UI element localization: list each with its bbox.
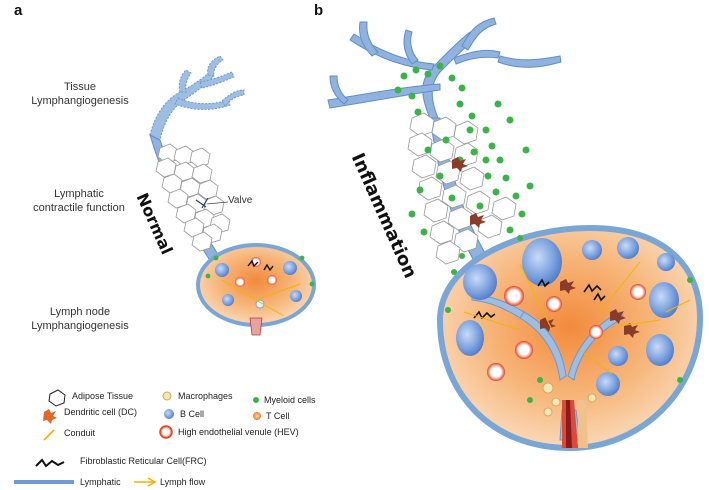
conduit-icon: [43, 429, 55, 441]
legend-conduit: Conduit: [64, 428, 96, 438]
legend-adipose: Adipose Tissue: [72, 391, 134, 401]
b-cell: [215, 263, 229, 277]
legend-lymph-flow: Lymph flow: [160, 477, 206, 487]
legend-hev: High endothelial venule (HEV): [178, 427, 299, 437]
frc: [247, 259, 259, 268]
myeloid-cells-icon: [253, 397, 259, 403]
contractile-function-label: Lymphatic contractile function: [16, 187, 142, 215]
panel-b-myeloid-cells: [394, 62, 534, 236]
frc: [263, 263, 274, 272]
panel-a-lymphatic-branches: [149, 55, 245, 141]
lymph-node-line-2: Lymphangiogenesis: [31, 320, 129, 332]
tissue-lymphangiogenesis-label: Tissue Lymphangiogenesis: [20, 80, 140, 108]
legend-myeloid: Myeloid cells: [264, 395, 316, 405]
valve-label: Valve: [228, 195, 253, 206]
b-cell: [283, 261, 297, 275]
panel-b-frcs: [473, 278, 606, 320]
dendritic-cell-icon: [43, 409, 57, 424]
panel-b-node-dcs: [540, 279, 640, 338]
contractile-line-2: contractile function: [33, 202, 125, 214]
legend-bcell: B Cell: [180, 409, 205, 419]
panel-b-macrophages: [542, 382, 597, 417]
panel-b-dendritic-cells: [452, 157, 486, 228]
panel-a-illustration: [149, 55, 316, 336]
b-cell: [222, 294, 234, 306]
b-cell-icon: [164, 409, 174, 419]
panel-b-letter: b: [314, 2, 324, 19]
panel-b-illustration: [327, 17, 704, 452]
legend-symbols: [14, 389, 261, 487]
panel-b-b-cells: [456, 237, 679, 396]
panel-a-letter: a: [14, 2, 23, 19]
frc-icon: [35, 458, 65, 468]
hev-icon: [159, 425, 173, 439]
lymph-node-lymphangiogenesis-label: Lymph node Lymphangiogenesis: [20, 305, 140, 333]
legend-macrophages: Macrophages: [178, 391, 233, 401]
legend-frc: Fibroblastic Reticular Cell(FRC): [80, 456, 207, 466]
legend-tcell: T Cell: [266, 411, 290, 421]
legend-dendritic: Dendritic cell (DC): [64, 407, 138, 417]
tissue-line-2: Lymphangiogenesis: [31, 95, 129, 107]
panel-a-valve: [195, 197, 229, 209]
panel-b-lymphatic-branches: [327, 17, 562, 119]
panel-b-adipose-cluster: [407, 112, 517, 265]
contractile-line-1: Lymphatic: [54, 188, 104, 200]
adipose-icon: [48, 389, 66, 407]
lymph-node-line-1: Lymph node: [49, 306, 111, 318]
lymph-flow-icon: [134, 477, 157, 487]
tissue-line-1: Tissue: [64, 81, 96, 93]
hev: [267, 275, 277, 285]
panel-b-hevs: [487, 284, 646, 381]
panel-b-blood-vessel: [562, 400, 588, 448]
t-cell-icon: [253, 412, 261, 420]
panel-a-adipose-cluster: [155, 143, 231, 252]
b-cell: [290, 290, 302, 302]
panel-b-lymph-node: [436, 224, 704, 452]
panel-a-node-cells: [215, 257, 302, 317]
hev: [235, 277, 245, 287]
panel-b-conduits: [463, 261, 691, 375]
macrophages-icon: [162, 391, 172, 401]
legend-lymphatic: Lymphatic: [80, 477, 121, 487]
